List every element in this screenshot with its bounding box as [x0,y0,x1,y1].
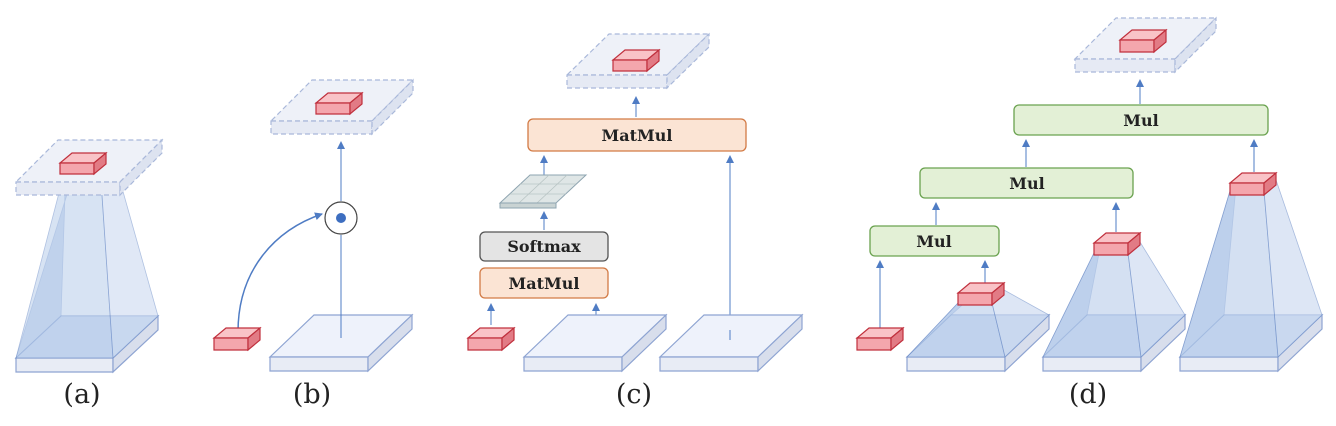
mul-mid-box: Mul [919,167,1134,199]
panel-d: Mul Mul Mul [855,16,1324,410]
softmax-label: Softmax [507,237,581,256]
input-token [855,326,905,352]
output-token [611,48,661,73]
matmul-top-label: MatMul [602,126,673,145]
feature-plate-level-2 [1041,241,1187,373]
panel-a: (a) [14,138,164,410]
caption-d: (d) [1069,379,1107,410]
output-token [314,91,364,116]
feature-plate-level-1 [905,289,1051,373]
matmul-bottom-label: MatMul [509,274,580,293]
receptive-field [15,155,159,360]
input-token [212,326,262,352]
key-feature-plate [522,313,668,373]
panel-b: (b) [212,78,415,410]
mul-mid-label: Mul [1009,174,1044,193]
attention-map [498,174,588,209]
context-token-level-2 [1092,231,1142,257]
context-token-level-3 [1228,171,1278,197]
input-token [466,326,516,352]
caption-b: (b) [293,379,331,410]
query-arrow [237,212,323,333]
output-token [58,151,108,176]
mul-low-label: Mul [916,232,951,251]
mul-low-box: Mul [869,225,1000,257]
context-token-level-1 [956,281,1006,307]
value-feature-plate [658,313,804,373]
output-token [1118,28,1168,54]
panel-c: MatMul Softmax MatMul [466,32,804,410]
caption-c: (c) [616,379,652,410]
feature-plate-level-3 [1178,179,1324,373]
matmul-bottom-box: MatMul [479,267,609,299]
mul-top-box: Mul [1013,104,1269,136]
matmul-top-box: MatMul [527,118,747,152]
softmax-box: Softmax [479,231,609,262]
mul-top-label: Mul [1123,111,1158,130]
dot-product-operator [324,201,358,235]
caption-a: (a) [63,379,100,410]
